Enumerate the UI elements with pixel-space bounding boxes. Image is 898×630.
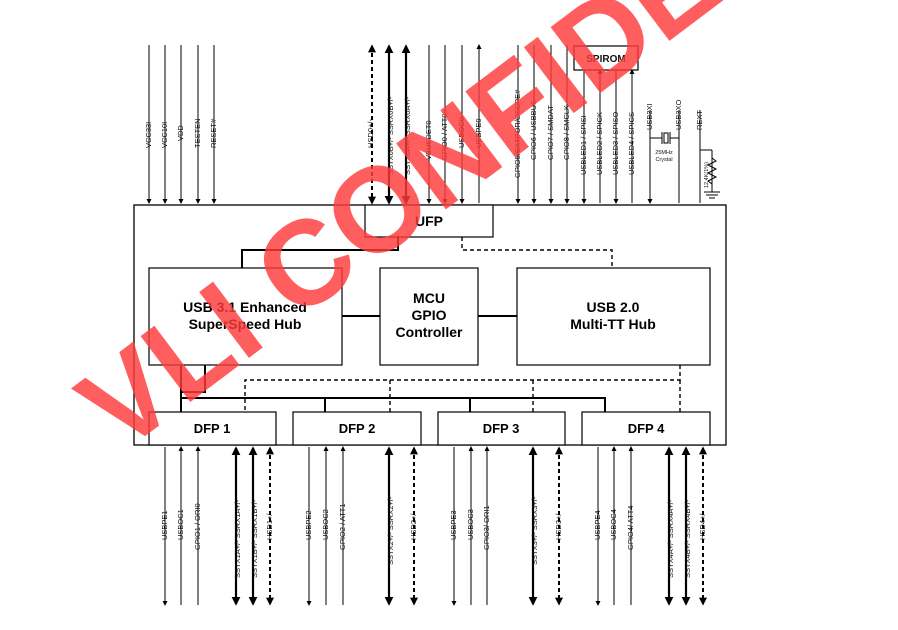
svg-text:25MHz: 25MHz <box>655 150 673 156</box>
svg-text:VDD: VDD <box>176 125 185 141</box>
svg-text:USBPE2: USBPE2 <box>304 510 313 540</box>
spirom-box <box>573 45 639 71</box>
crystal-symbol <box>661 132 671 144</box>
svg-text:USBOC4: USBOC4 <box>609 509 618 540</box>
svg-text:GPIO8 / SMCLK: GPIO8 / SMCLK <box>562 105 571 160</box>
dfp3-box <box>437 411 566 446</box>
svg-text:USBOC0: USBOC0 <box>457 117 466 148</box>
dfp1-box <box>148 411 277 446</box>
svg-text:GPIO6 / USBBUS: GPIO6 / USBBUS <box>529 100 538 160</box>
svg-text:GPIO3/ ORI1: GPIO3/ ORI1 <box>482 505 491 550</box>
svg-text:GPIO1 / ORI0: GPIO1 / ORI0 <box>193 503 202 550</box>
bottom-pin-lines <box>162 446 707 606</box>
dfp2-label: DFP 2 <box>339 421 376 436</box>
top-pin-labels: VCC33I VCC10I VDD TESTEN RESET# HSD0+/- … <box>144 89 710 188</box>
svg-text:SSTX4A+/- SSRX4A+/-: SSTX4A+/- SSRX4A+/- <box>666 499 675 578</box>
internal-connections <box>180 237 681 412</box>
svg-text:GPIO7 / SMDAT: GPIO7 / SMDAT <box>546 105 555 160</box>
svg-text:VBUSDET0: VBUSDET0 <box>424 120 433 160</box>
svg-text:SSTX0A+/- SSRX0A+/-: SSTX0A+/- SSRX0A+/- <box>403 96 412 175</box>
dfp1-label: DFP 1 <box>194 421 231 436</box>
usb20-hub-label-2: Multi-TT Hub <box>570 316 656 332</box>
svg-text:GPIO5/EXTPOR/OSCPE#: GPIO5/EXTPOR/OSCPE# <box>513 89 522 178</box>
svg-text:VCC33I: VCC33I <box>144 122 153 148</box>
svg-text:REXT: REXT <box>695 110 704 130</box>
svg-text:VCC10I: VCC10I <box>160 122 169 148</box>
svg-text:USBLED1 / SPISI: USBLED1 / SPISI <box>579 115 588 175</box>
svg-text:USBPE0: USBPE0 <box>474 118 483 148</box>
svg-text:USBLED2 / SPICK: USBLED2 / SPICK <box>595 112 604 175</box>
svg-text:SSTX2+/- SSRX2+/-: SSTX2+/- SSRX2+/- <box>386 496 395 565</box>
dfp3-label: DFP 3 <box>483 421 520 436</box>
top-pin-lines <box>146 44 720 205</box>
dfp2-box <box>292 411 422 446</box>
svg-text:USBOC1: USBOC1 <box>176 509 185 540</box>
svg-text:SSTX3+/- SSRX3+/-: SSTX3+/- SSRX3+/- <box>530 496 539 565</box>
svg-text:GPIO0 / ATT0: GPIO0 / ATT0 <box>440 113 449 160</box>
dfp4-box <box>581 411 711 446</box>
svg-text:SSTX1A+/- SSRX1A+/-: SSTX1A+/- SSRX1A+/- <box>233 499 242 578</box>
ufp-label: UFP <box>415 213 443 229</box>
svg-text:SSTX1B+/- SSRX1B+/-: SSTX1B+/- SSRX1B+/- <box>250 499 259 578</box>
usb31-hub-box <box>148 267 343 366</box>
bottom-pin-labels: USBPE1 USBOC1 GPIO1 / ORI0 SSTX1A+/- SSR… <box>160 496 707 578</box>
dfp4-label: DFP 4 <box>628 421 665 436</box>
mcu-label-2: GPIO <box>411 307 446 323</box>
svg-text:SSTX0B+/- SSRX0B+/-: SSTX0B+/- SSRX0B+/- <box>386 96 395 175</box>
resistor-symbol <box>706 157 718 185</box>
svg-text:Crystal: Crystal <box>655 157 672 163</box>
svg-text:HSD3+/-: HSD3+/- <box>554 511 563 540</box>
usb31-hub-label-1: USB 3.1 Enhanced <box>183 299 307 315</box>
spirom-label: SPIROM <box>586 54 625 65</box>
svg-text:USBOC2: USBOC2 <box>321 509 330 540</box>
svg-text:TESTEN: TESTEN <box>193 118 202 148</box>
svg-text:HSD1+/-: HSD1+/- <box>265 511 274 540</box>
svg-text:USBPE4: USBPE4 <box>593 510 602 540</box>
svg-text:USBPE3: USBPE3 <box>449 510 458 540</box>
svg-text:USBPE1: USBPE1 <box>160 510 169 540</box>
svg-text:GPIO2 / ATT1: GPIO2 / ATT1 <box>338 503 347 550</box>
ufp-box <box>364 204 494 238</box>
usb31-hub-label-2: SuperSpeed Hub <box>189 316 302 332</box>
svg-text:USB3XI: USB3XI <box>645 103 654 130</box>
svg-text:12.4K(1%): 12.4K(1%) <box>704 162 710 188</box>
svg-text:SSTX4B+/- SSRX4B+/-: SSTX4B+/- SSRX4B+/- <box>683 499 692 578</box>
svg-text:GPIO4/ ATT4: GPIO4/ ATT4 <box>626 506 635 550</box>
svg-text:RESET#: RESET# <box>209 118 218 148</box>
svg-text:USB3XO: USB3XO <box>674 99 683 130</box>
usb20-hub-label-1: USB 2.0 <box>587 299 640 315</box>
mcu-label-1: MCU <box>413 290 445 306</box>
svg-text:USBOC3: USBOC3 <box>466 509 475 540</box>
svg-text:HSD2+/-: HSD2+/- <box>409 511 418 540</box>
svg-text:USBLED4 / SPICS: USBLED4 / SPICS <box>627 112 636 175</box>
svg-text:HSD4+/-: HSD4+/- <box>698 511 707 540</box>
svg-text:HSD0+/-: HSD0+/- <box>366 119 375 148</box>
mcu-label-3: Controller <box>396 324 463 340</box>
svg-text:USBLED3 / SPISO: USBLED3 / SPISO <box>611 111 620 175</box>
